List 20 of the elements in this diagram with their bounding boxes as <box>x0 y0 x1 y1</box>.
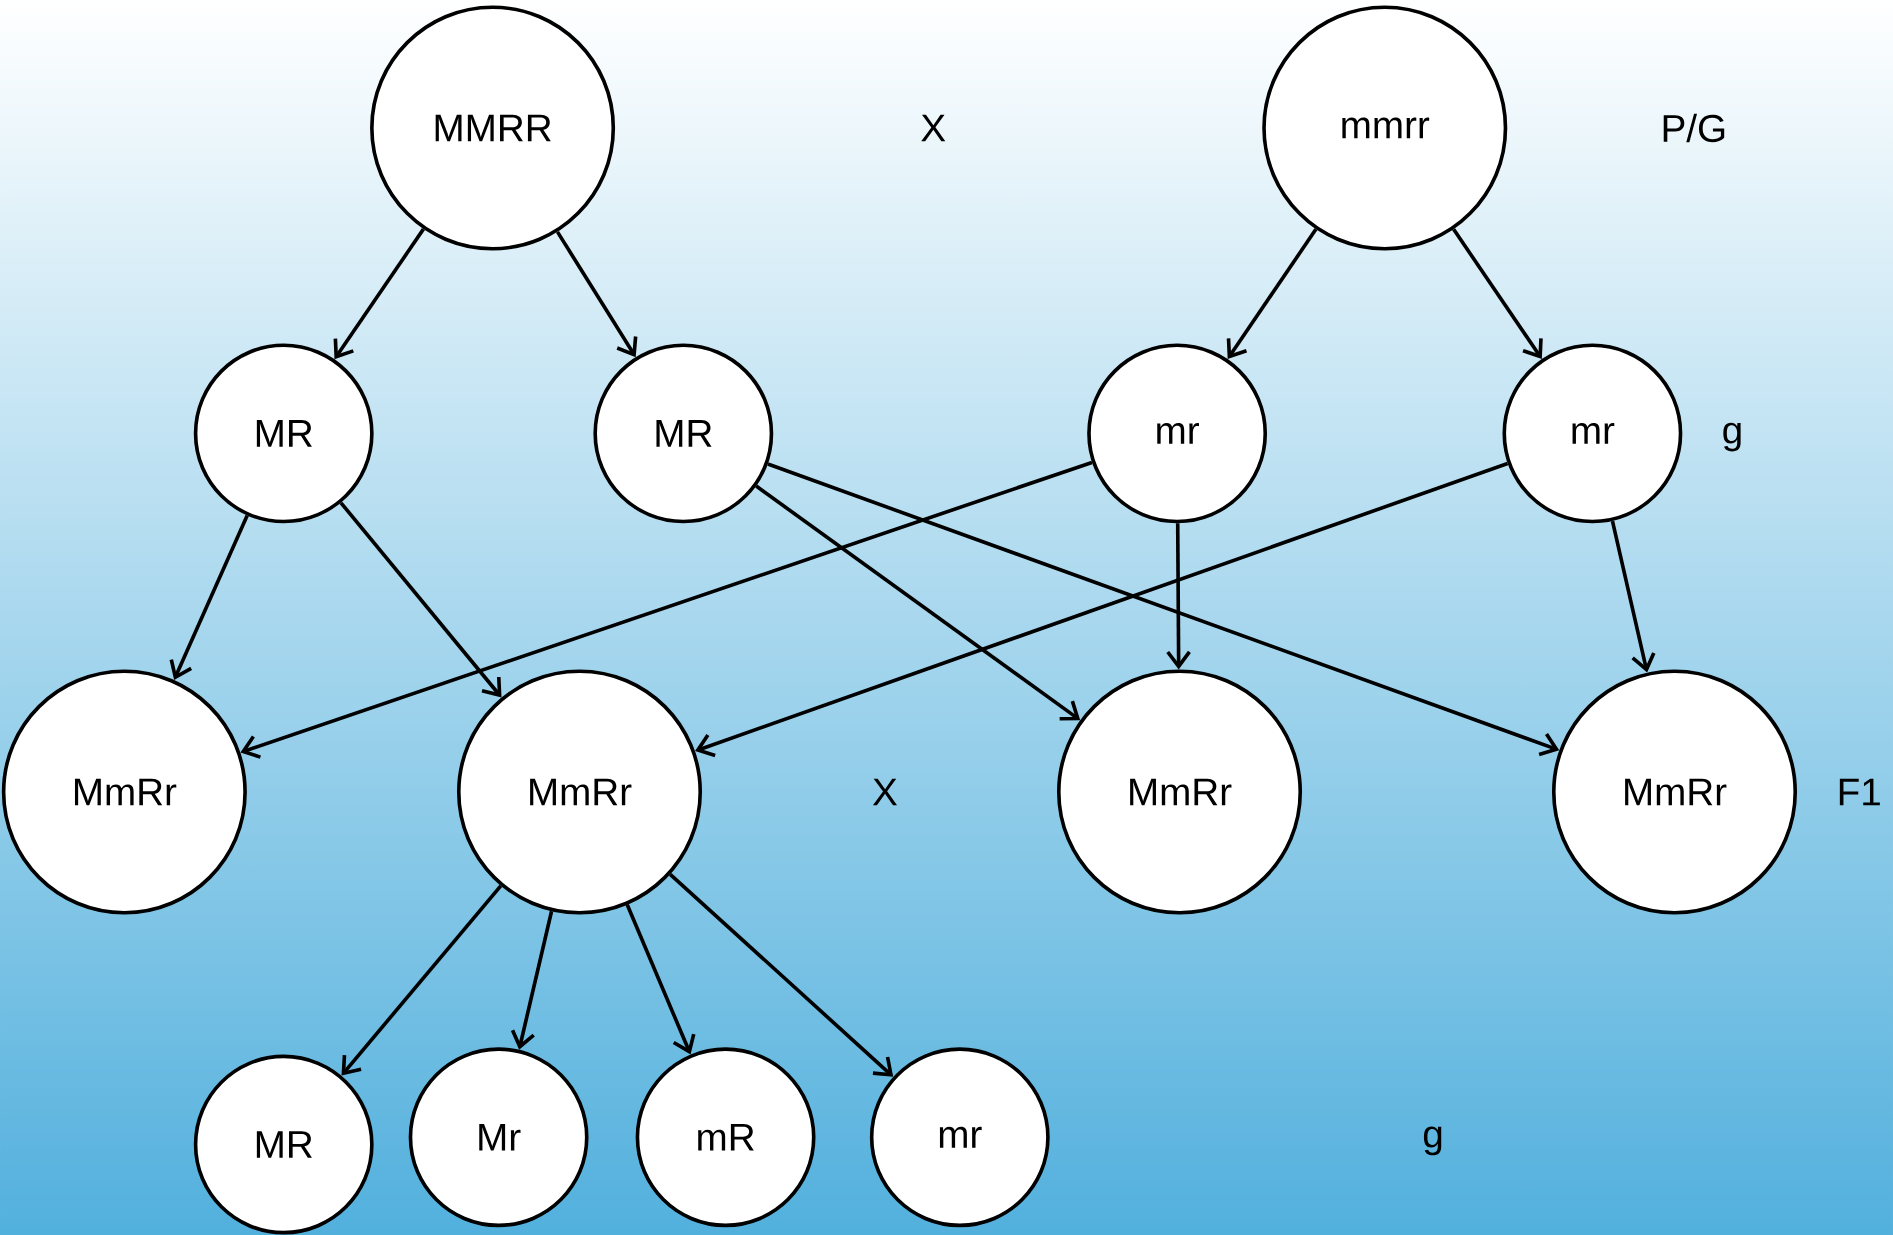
arrow <box>1166 523 1191 670</box>
arrow <box>625 904 696 1055</box>
generation-label: X <box>872 778 897 806</box>
arrow <box>1226 228 1318 359</box>
arrow <box>510 910 554 1050</box>
arrow <box>669 873 894 1077</box>
arrow <box>240 460 1093 759</box>
arrow <box>333 228 425 360</box>
arrow <box>341 884 503 1076</box>
arrow <box>339 501 502 698</box>
arrow <box>755 484 1081 721</box>
arrow <box>555 230 638 358</box>
generation-label: g <box>1423 1126 1442 1156</box>
arrow <box>1610 520 1656 673</box>
generation-label: X <box>921 114 946 142</box>
generation-label: P/G <box>1663 113 1725 143</box>
arrow <box>1452 228 1543 359</box>
arrow <box>169 514 249 680</box>
generation-label: g <box>1723 422 1741 452</box>
generation-label: F1 <box>1839 778 1880 806</box>
